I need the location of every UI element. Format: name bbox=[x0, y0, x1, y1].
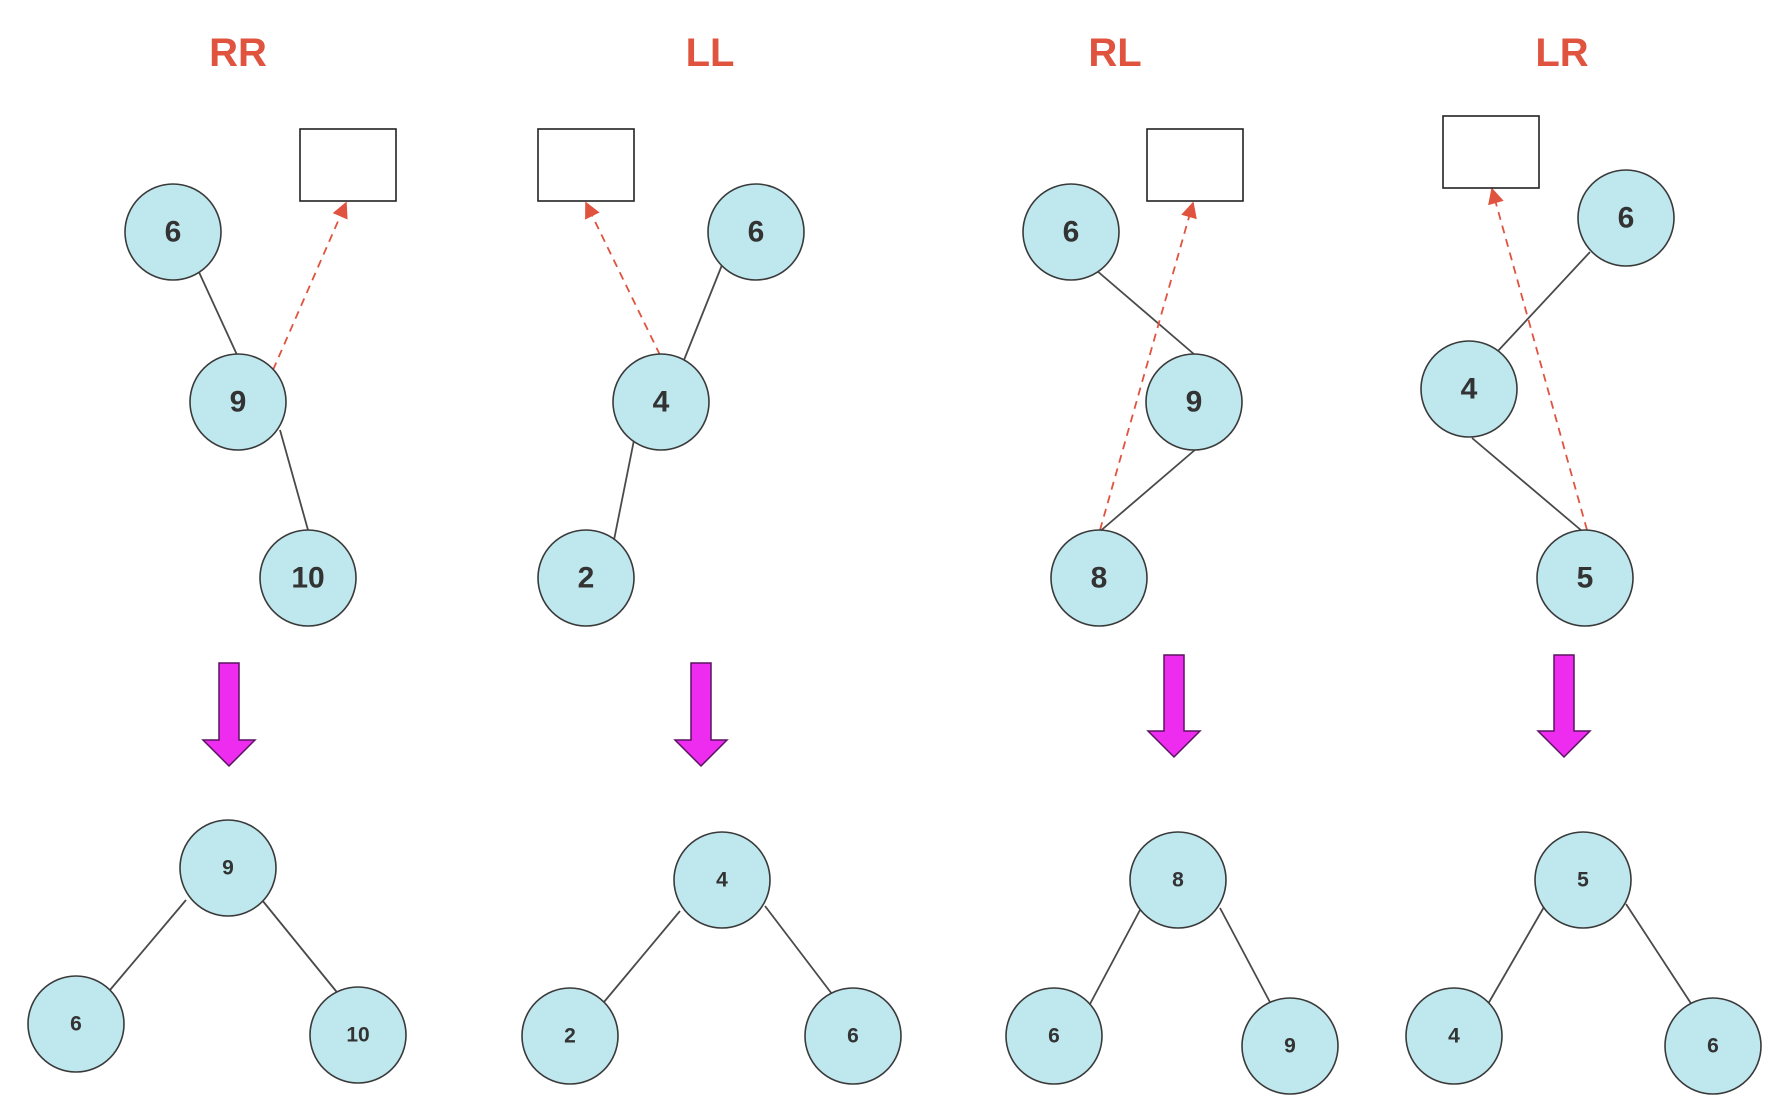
svg-text:6: 6 bbox=[1048, 1025, 1060, 1048]
svg-text:2: 2 bbox=[578, 562, 595, 595]
empty-slot-box bbox=[1146, 128, 1244, 202]
tree-node: 4 bbox=[612, 353, 710, 451]
svg-text:8: 8 bbox=[1172, 869, 1184, 892]
tree-node: 10 bbox=[259, 529, 357, 627]
svg-text:10: 10 bbox=[346, 1024, 369, 1047]
tree-node: 6 bbox=[1022, 183, 1120, 281]
down-arrow-icon bbox=[1536, 654, 1592, 759]
tree-node: 8 bbox=[1050, 529, 1148, 627]
tree-node: 6 bbox=[707, 183, 805, 281]
tree-node: 6 bbox=[804, 987, 902, 1085]
tree-node: 6 bbox=[1664, 997, 1762, 1095]
tree-edge bbox=[1471, 437, 1583, 532]
tree-node: 4 bbox=[673, 831, 771, 929]
tree-node: 9 bbox=[189, 353, 287, 451]
tree-node: 8 bbox=[1129, 831, 1227, 929]
svg-text:10: 10 bbox=[291, 562, 324, 595]
svg-text:8: 8 bbox=[1091, 562, 1108, 595]
tree-edge bbox=[279, 429, 309, 531]
tree-edge bbox=[1219, 907, 1273, 1007]
case-title-ll: LL bbox=[685, 31, 735, 75]
tree-node: 2 bbox=[521, 987, 619, 1085]
down-arrow-icon bbox=[201, 662, 257, 768]
tree-edge bbox=[764, 905, 833, 995]
svg-text:9: 9 bbox=[230, 386, 247, 419]
tree-edge bbox=[613, 439, 635, 541]
case-rl: 6 9 8 8 6 9 bbox=[1005, 128, 1339, 1095]
svg-text:6: 6 bbox=[1063, 216, 1080, 249]
svg-text:9: 9 bbox=[1284, 1035, 1296, 1058]
tree-edge bbox=[261, 899, 341, 997]
svg-text:5: 5 bbox=[1577, 562, 1594, 595]
svg-text:4: 4 bbox=[716, 869, 728, 892]
svg-text:6: 6 bbox=[748, 216, 765, 249]
down-arrow-icon bbox=[673, 662, 729, 768]
case-lr: 6 4 5 5 4 6 bbox=[1405, 115, 1762, 1095]
tree-node: 10 bbox=[309, 986, 407, 1084]
tree-node: 5 bbox=[1534, 831, 1632, 929]
svg-text:4: 4 bbox=[1461, 373, 1478, 406]
case-title-rl: RL bbox=[1088, 31, 1142, 75]
case-rr: 6 9 10 9 6 10 bbox=[27, 128, 407, 1084]
svg-text:9: 9 bbox=[1186, 386, 1203, 419]
tree-edge bbox=[1089, 909, 1141, 1005]
tree-node: 9 bbox=[179, 819, 277, 917]
tree-node: 5 bbox=[1536, 529, 1634, 627]
tree-node: 6 bbox=[124, 183, 222, 281]
tree-edge bbox=[197, 269, 239, 358]
tree-node: 2 bbox=[537, 529, 635, 627]
tree-edge bbox=[683, 264, 723, 361]
svg-text:4: 4 bbox=[653, 386, 670, 419]
svg-text:9: 9 bbox=[222, 857, 234, 880]
tree-edge bbox=[1487, 906, 1545, 1005]
dashed-arrow bbox=[1488, 187, 1588, 531]
dashed-arrow bbox=[1099, 201, 1197, 531]
empty-slot-box bbox=[299, 128, 397, 202]
svg-text:6: 6 bbox=[165, 216, 182, 249]
tree-node: 9 bbox=[1145, 353, 1243, 451]
tree-edge bbox=[1625, 903, 1695, 1009]
svg-text:2: 2 bbox=[564, 1025, 576, 1048]
svg-text:6: 6 bbox=[70, 1013, 82, 1036]
svg-text:4: 4 bbox=[1448, 1025, 1460, 1048]
tree-node: 6 bbox=[1577, 169, 1675, 267]
tree-edge bbox=[1097, 448, 1197, 534]
tree-edge bbox=[1496, 251, 1591, 353]
tree-node: 9 bbox=[1241, 997, 1339, 1095]
down-arrow-icon bbox=[1146, 654, 1202, 759]
case-title-lr: LR bbox=[1535, 31, 1589, 75]
dashed-arrow bbox=[272, 201, 348, 371]
case-title-rr: RR bbox=[209, 31, 267, 75]
svg-text:6: 6 bbox=[847, 1025, 859, 1048]
tree-node: 4 bbox=[1405, 987, 1503, 1085]
empty-slot-box bbox=[1442, 115, 1540, 189]
svg-text:6: 6 bbox=[1707, 1035, 1719, 1058]
tree-edge bbox=[603, 910, 681, 1003]
tree-node: 6 bbox=[27, 975, 125, 1073]
tree-node: 6 bbox=[1005, 987, 1103, 1085]
empty-slot-box bbox=[537, 128, 635, 202]
case-ll: 6 4 2 4 2 6 bbox=[521, 128, 902, 1085]
svg-text:5: 5 bbox=[1577, 869, 1589, 892]
svg-text:6: 6 bbox=[1618, 202, 1635, 235]
tree-edge bbox=[1095, 269, 1196, 356]
tree-node: 4 bbox=[1420, 340, 1518, 438]
tree-edge bbox=[109, 899, 187, 991]
dashed-arrow bbox=[585, 201, 661, 356]
